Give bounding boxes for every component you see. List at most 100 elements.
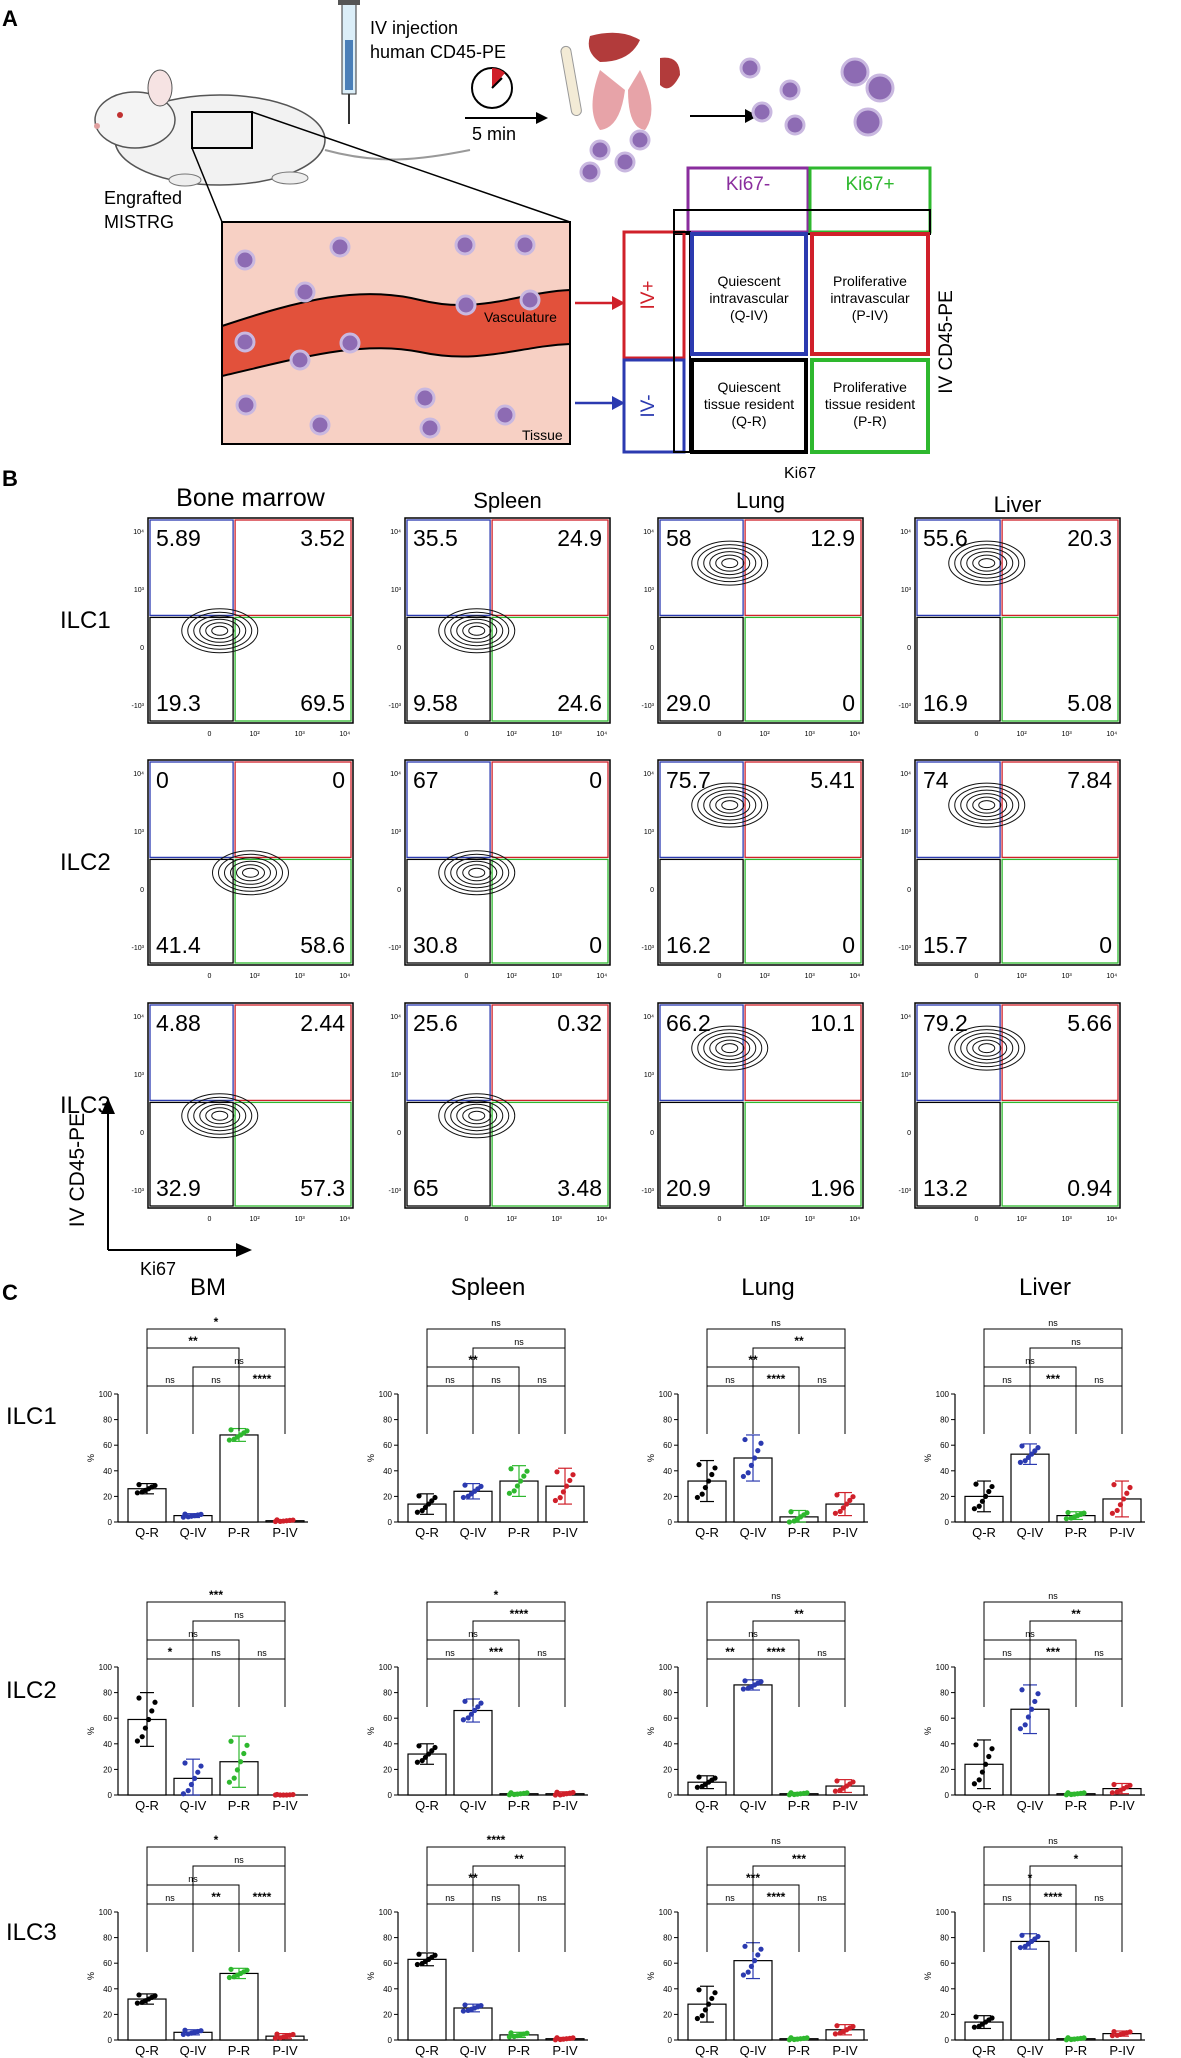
data-point bbox=[274, 2031, 280, 2037]
significance-label: ns bbox=[1002, 1375, 1012, 1385]
y-tick-label: -10³ bbox=[642, 703, 655, 710]
significance-bracket bbox=[983, 1328, 1123, 1402]
quadrant-value-q-iv: 0 bbox=[156, 767, 169, 793]
gate-q-iv bbox=[406, 519, 491, 617]
y-tick-label: 100 bbox=[379, 1908, 393, 1917]
data-point bbox=[139, 1999, 145, 2005]
quadrant-value-q-r: 19.3 bbox=[156, 690, 201, 716]
data-point bbox=[472, 1707, 478, 1714]
data-point bbox=[983, 1761, 989, 1767]
significance-label: **** bbox=[767, 1645, 786, 1659]
contour-line bbox=[438, 608, 516, 654]
data-point bbox=[419, 1508, 425, 1514]
q-r-line-2: tissue resident bbox=[704, 396, 794, 412]
y-tick-label: 60 bbox=[383, 1441, 392, 1450]
data-point bbox=[694, 2015, 701, 2022]
data-point bbox=[462, 1482, 468, 1488]
data-point bbox=[983, 1493, 989, 1499]
gate-q-r bbox=[149, 1101, 234, 1207]
significance-label: *** bbox=[1046, 1645, 1060, 1659]
significance-bracket bbox=[238, 1903, 286, 1952]
data-point bbox=[748, 1963, 755, 1969]
contour-line bbox=[181, 608, 259, 654]
significance-bracket bbox=[983, 1385, 1031, 1434]
contour-line bbox=[960, 1032, 1014, 1064]
quadrant-value-q-r: 20.9 bbox=[666, 1175, 711, 1201]
gate-q-r bbox=[149, 616, 234, 722]
significance-label: * bbox=[168, 1645, 173, 1659]
significance-label: ns bbox=[1094, 1375, 1104, 1385]
bar-q-iv bbox=[1010, 1453, 1050, 1523]
y-tick-label: 10⁴ bbox=[900, 1014, 911, 1021]
y-tick-label: 80 bbox=[663, 1689, 672, 1698]
data-point bbox=[752, 1455, 758, 1461]
data-point bbox=[709, 1471, 715, 1478]
contour-line bbox=[199, 1103, 241, 1128]
quadrant-value-p-iv: 0 bbox=[332, 767, 345, 793]
y-tick-label: 80 bbox=[103, 1689, 112, 1698]
y-tick-label: 80 bbox=[103, 1934, 112, 1943]
gate-p-iv bbox=[491, 519, 609, 617]
data-point bbox=[274, 1517, 280, 1523]
significance-label: ns bbox=[1071, 1337, 1081, 1347]
data-point bbox=[742, 1678, 748, 1684]
y-tick-label: 80 bbox=[663, 1934, 672, 1943]
significance-label: ns bbox=[771, 1836, 781, 1846]
data-point bbox=[1114, 1789, 1120, 1795]
data-point bbox=[139, 1489, 145, 1495]
gate-q-iv bbox=[659, 1004, 744, 1102]
x-tick-label: 10³ bbox=[1062, 731, 1073, 738]
data-point bbox=[228, 1427, 234, 1433]
x-tick-label-q-r: Q-R bbox=[415, 1525, 439, 1540]
data-point bbox=[1029, 1451, 1035, 1457]
x-tick-label: 0 bbox=[465, 973, 469, 980]
contour-line bbox=[691, 1025, 769, 1071]
significance-bracket bbox=[426, 1385, 474, 1434]
x-tick-label-q-r: Q-R bbox=[135, 1798, 159, 1813]
significance-bracket bbox=[518, 1903, 566, 1952]
data-point bbox=[226, 1974, 232, 1981]
y-axis-label: % bbox=[86, 1454, 96, 1462]
data-point bbox=[478, 1700, 484, 1706]
contour-line bbox=[181, 1093, 259, 1139]
significance-label: ** bbox=[514, 1852, 524, 1866]
y-tick-label: 10⁴ bbox=[133, 1014, 144, 1021]
contour-line bbox=[978, 558, 996, 569]
y-tick-label: -10³ bbox=[389, 703, 402, 710]
data-point bbox=[834, 1492, 840, 1498]
data-point bbox=[185, 2031, 191, 2037]
significance-label: ns bbox=[537, 1648, 547, 1658]
significance-label: ** bbox=[794, 1607, 804, 1621]
data-point bbox=[508, 1466, 514, 1472]
gate-p-r bbox=[744, 616, 862, 722]
contour-line bbox=[450, 857, 504, 889]
timer-label: 5 min bbox=[472, 124, 516, 144]
data-point bbox=[414, 1759, 420, 1765]
gate-p-r bbox=[491, 1101, 609, 1207]
quadrant-value-q-iv: 4.88 bbox=[156, 1010, 201, 1036]
data-point bbox=[508, 2030, 514, 2036]
contour-line bbox=[715, 554, 745, 572]
data-point bbox=[521, 1473, 527, 1479]
gate-p-r bbox=[744, 858, 862, 964]
significance-bracket bbox=[983, 1846, 1123, 1920]
x-tick-label: 10² bbox=[1017, 1216, 1028, 1223]
y-tick-label: 40 bbox=[940, 1467, 949, 1476]
y-tick-label: 10³ bbox=[644, 1072, 655, 1079]
y-tick-label: -10³ bbox=[899, 945, 912, 952]
data-point bbox=[228, 1966, 234, 1972]
data-point bbox=[1065, 1509, 1071, 1516]
quadrant-value-q-r: 9.58 bbox=[413, 690, 458, 716]
x-tick-label: 10² bbox=[760, 731, 771, 738]
data-point bbox=[460, 1494, 466, 1501]
y-tick-label: -10³ bbox=[389, 1188, 402, 1195]
mouse-label-2: MISTRG bbox=[104, 212, 174, 232]
x-tick-label-p-r: P-R bbox=[788, 1798, 810, 1813]
x-tick-label: 10³ bbox=[552, 731, 563, 738]
q-iv-line-3: (Q-IV) bbox=[730, 307, 768, 323]
data-point bbox=[554, 1469, 560, 1475]
y-tick-label: 10³ bbox=[901, 587, 912, 594]
